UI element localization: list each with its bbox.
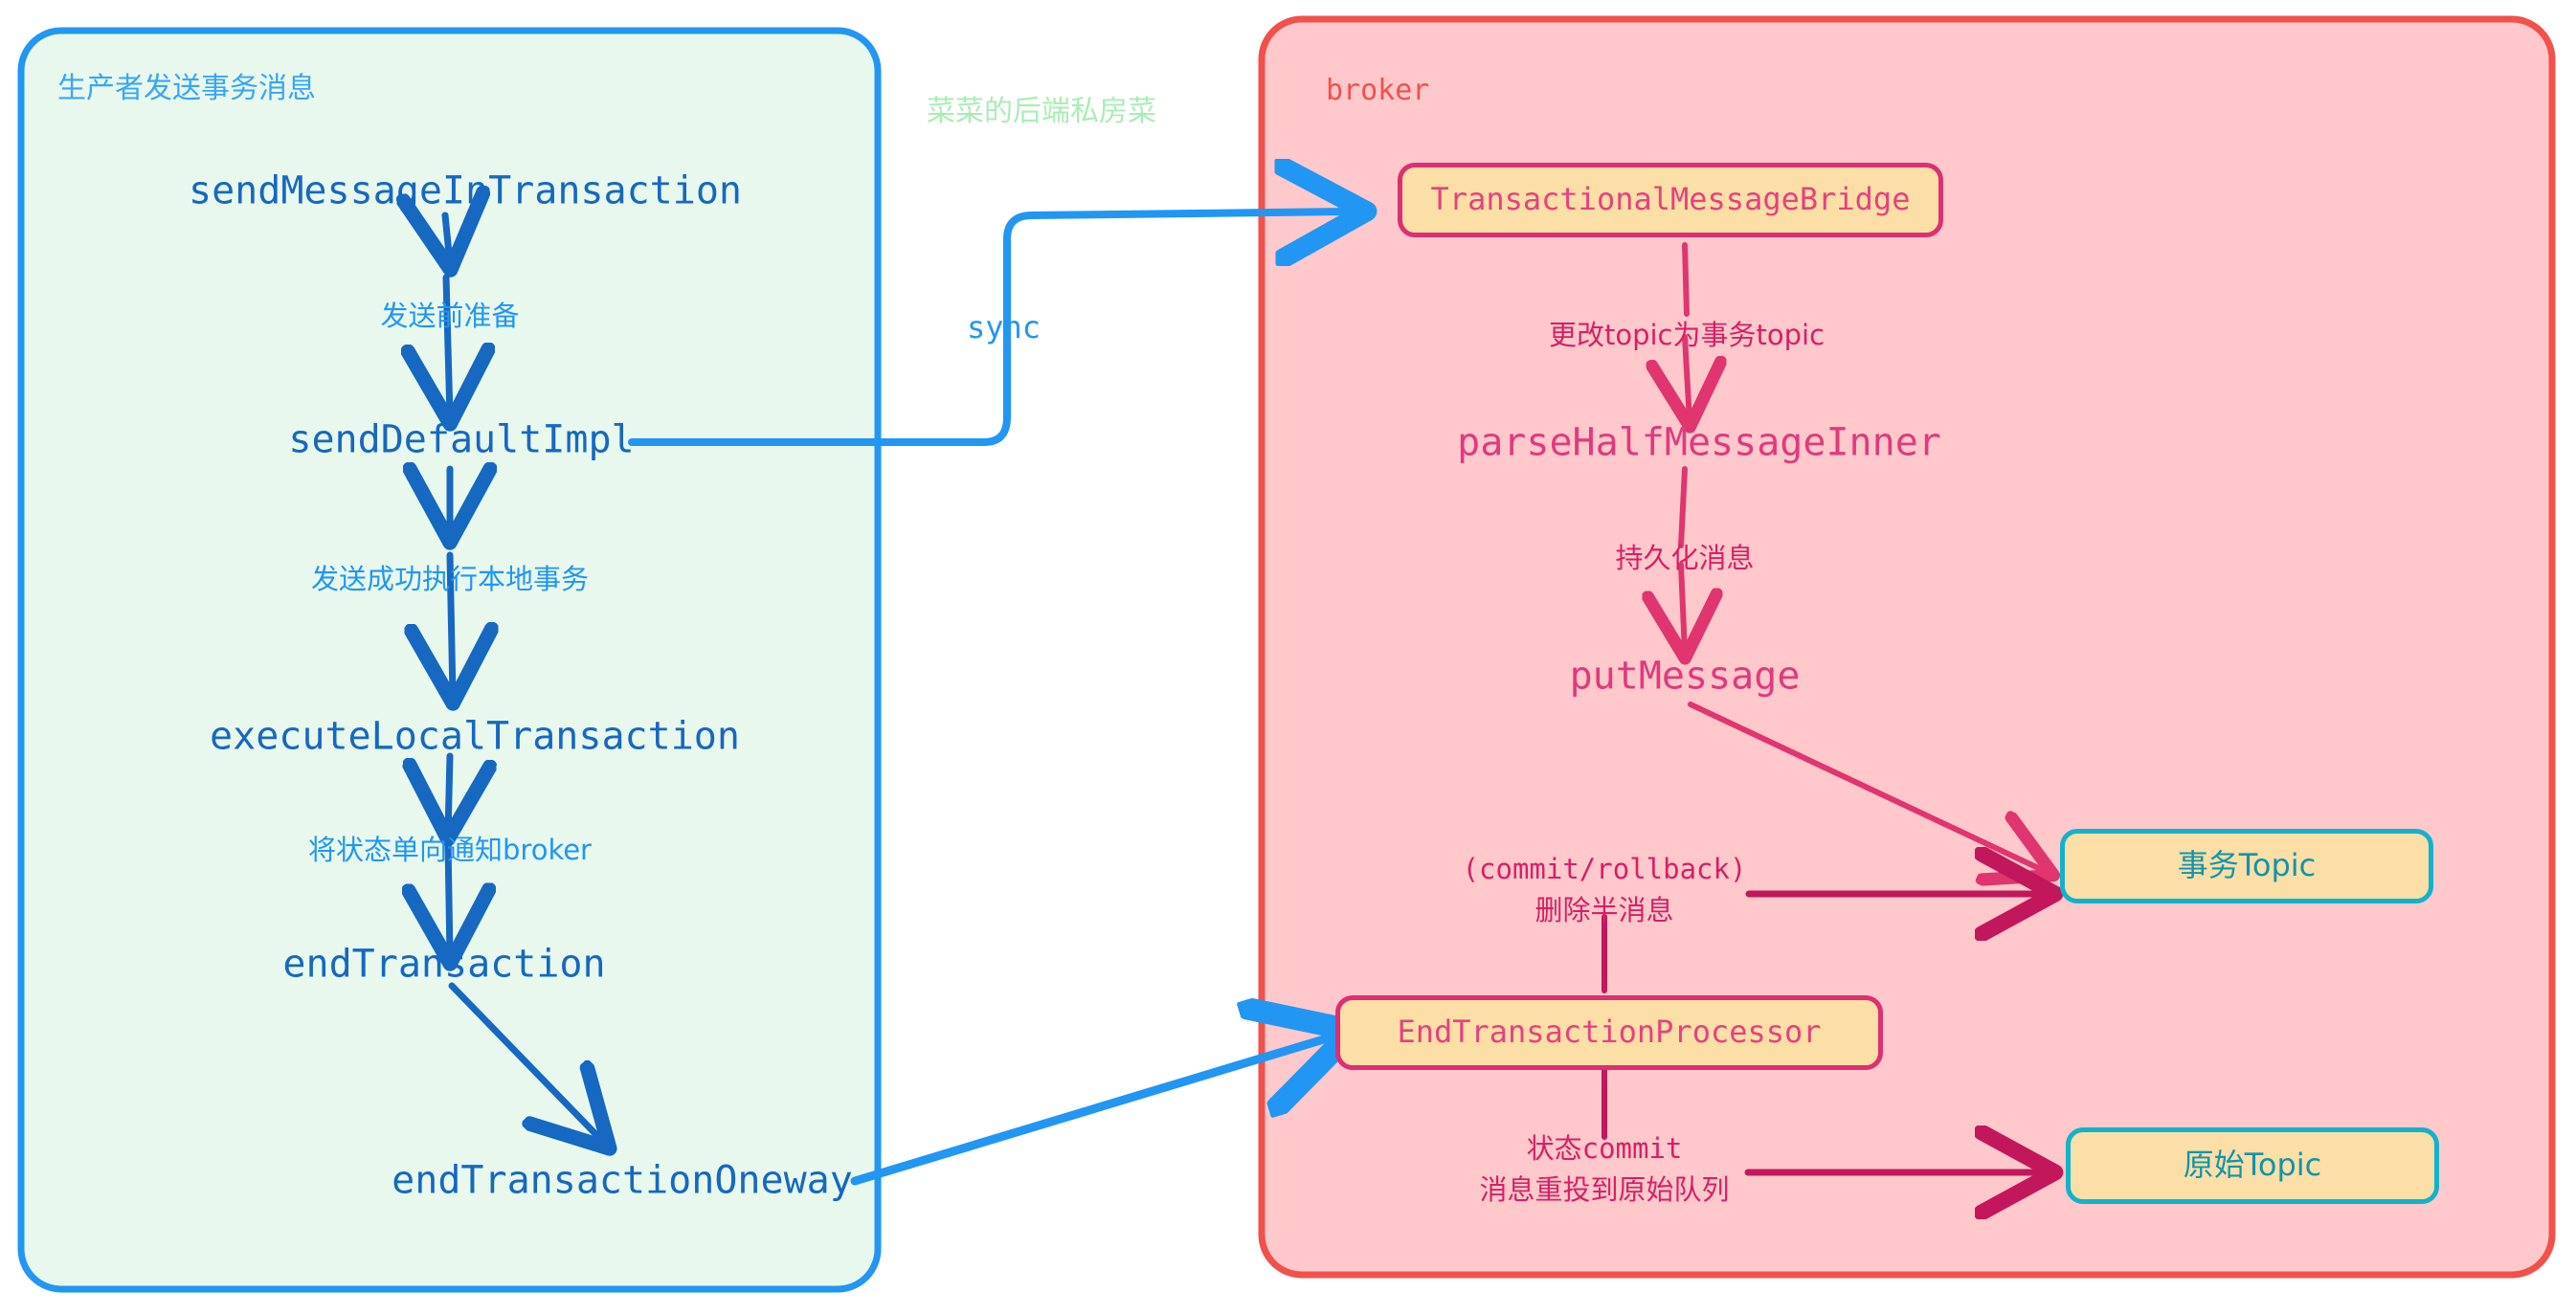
box-end-transaction-processor[interactable]: EndTransactionProcessor <box>1335 995 1883 1070</box>
node-end-transaction[interactable]: endTransaction <box>282 942 606 987</box>
edge-label-delete-half-message: 删除半消息 <box>1534 893 1674 926</box>
edge-label-redeliver-to-original-queue: 消息重投到原始队列 <box>1479 1172 1730 1206</box>
node-send-message-in-transaction[interactable]: sendMessageInTransaction <box>189 168 742 213</box>
broker-panel-title: broker <box>1326 74 1430 107</box>
watermark-text: 菜菜的后端私房菜 <box>927 95 1156 128</box>
node-end-transaction-oneway[interactable]: endTransactionOneway <box>392 1158 853 1203</box>
broker-horizontal-arrows <box>1744 894 2049 1172</box>
broker-panel <box>1258 15 2556 1279</box>
box-original-topic[interactable]: 原始Topic <box>2066 1127 2439 1204</box>
node-parse-half-message-inner[interactable]: parseHalfMessageInner <box>1457 420 1941 465</box>
edge-label-prepare-before-send: 发送前准备 <box>380 299 520 332</box>
edge-label-state-commit: 状态commit <box>1526 1131 1683 1165</box>
oneway-edge-path <box>850 1036 1336 1186</box>
box-label-transactional-message-bridge: TransactionalMessageBridge <box>1430 181 1911 218</box>
box-label-end-transaction-processor: EndTransactionProcessor <box>1397 1014 1822 1051</box>
broker-flow-arrows <box>1681 242 2049 873</box>
edge-label-send-success-execute-local: 发送成功执行本地事务 <box>310 562 590 595</box>
edge-label-sync: sync <box>967 309 1042 345</box>
box-label-original-topic: 原始Topic <box>2183 1147 2322 1184</box>
edge-label-persist-message: 持久化消息 <box>1615 541 1755 574</box>
box-label-transaction-topic: 事务Topic <box>2177 847 2317 884</box>
node-put-message[interactable]: putMessage <box>1569 654 1801 699</box>
edge-label-commit-rollback: (commit/rollback) <box>1462 852 1747 885</box>
edge-label-notify-broker-oneway: 将状态单向通知broker <box>308 833 592 866</box>
producer-flow-arrows <box>445 215 605 1144</box>
node-execute-local-transaction[interactable]: executeLocalTransaction <box>210 714 740 759</box>
box-transactional-message-bridge[interactable]: TransactionalMessageBridge <box>1398 163 1943 237</box>
node-send-default-impl[interactable]: sendDefaultImpl <box>288 417 635 462</box>
sync-edge-path <box>628 212 1352 446</box>
edge-label-change-topic: 更改topic为事务topic <box>1548 318 1826 351</box>
box-transaction-topic[interactable]: 事务Topic <box>2060 829 2433 903</box>
producer-panel-title: 生产者发送事务消息 <box>57 72 316 105</box>
